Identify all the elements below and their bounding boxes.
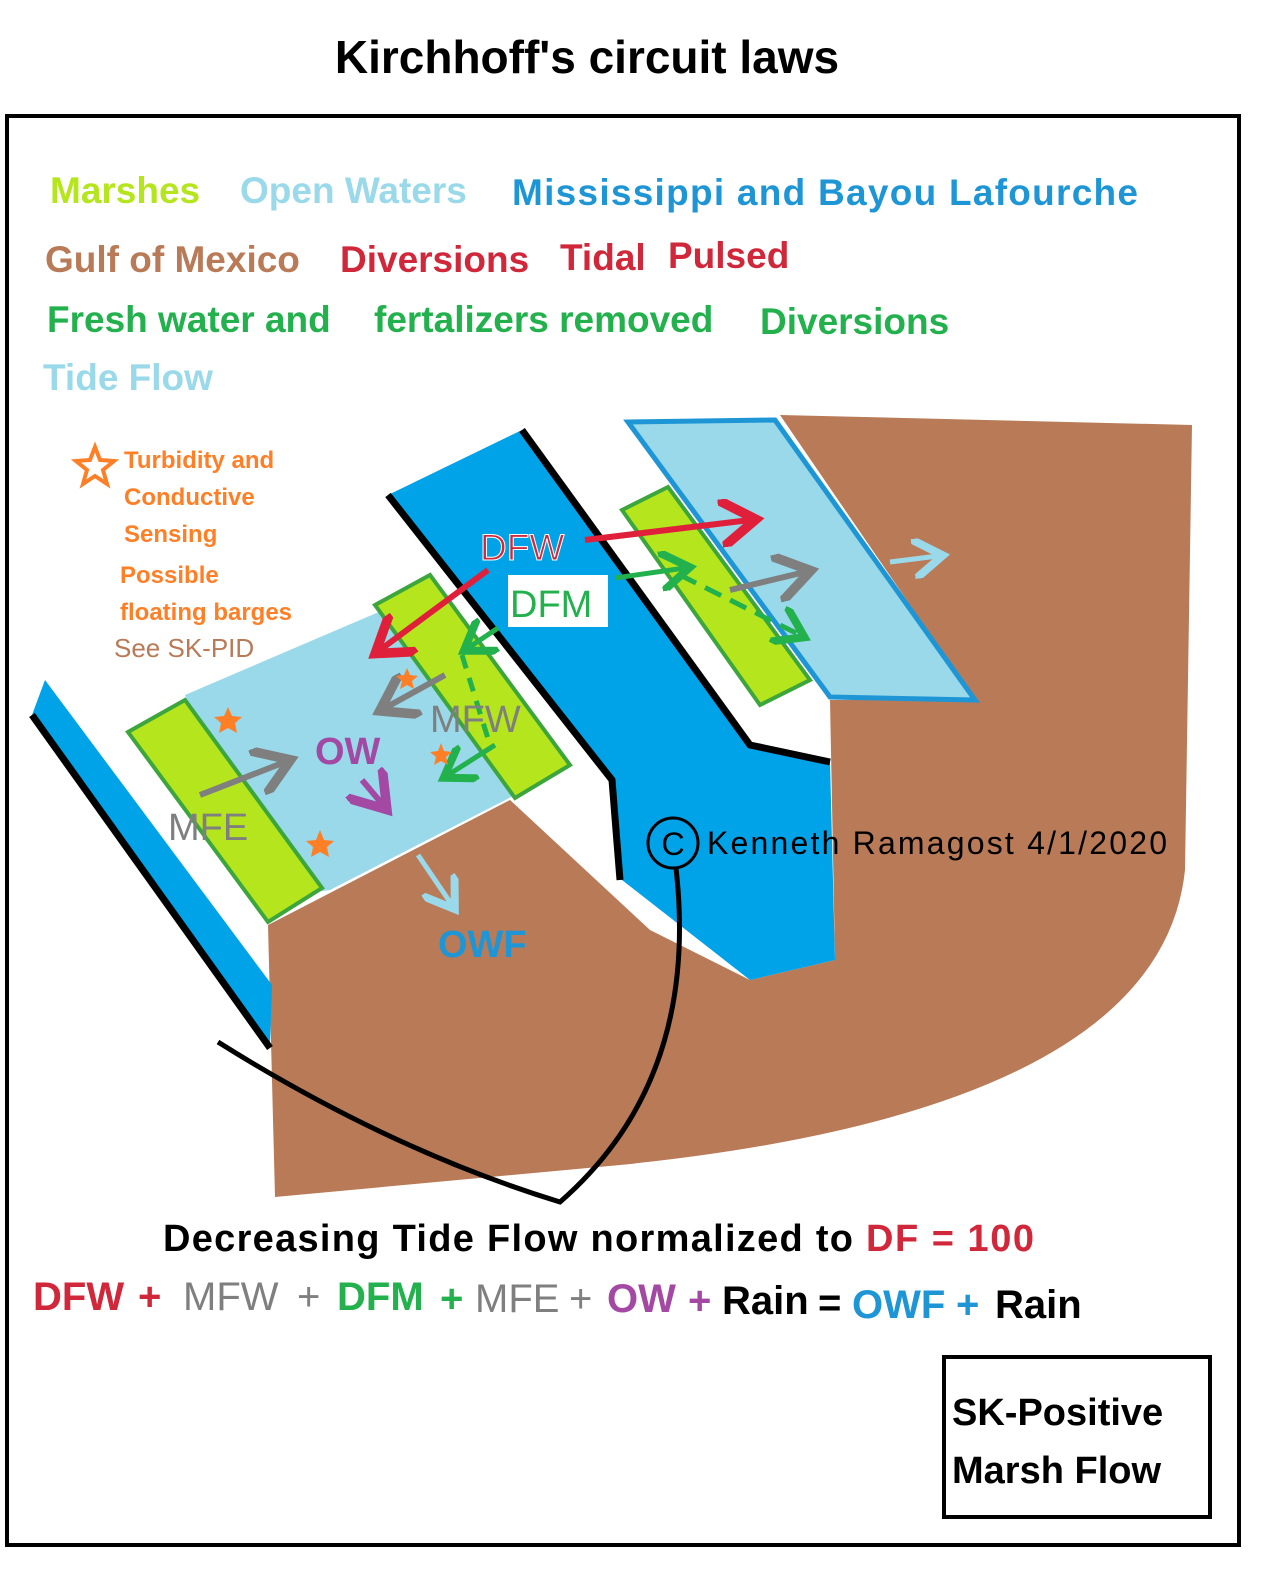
eq-op: + [569, 1277, 592, 1321]
label-mfe: MFE [168, 807, 248, 849]
dfm-arrow [614, 568, 685, 578]
eq-op: + [138, 1275, 161, 1319]
note-line: Turbidity and [124, 447, 274, 474]
legend-diversions-fresh: Diversions [760, 301, 949, 342]
see-sk-pid-link[interactable]: See SK-PID [114, 633, 254, 663]
eq-term: OWF [852, 1283, 945, 1327]
eq-op: + [440, 1277, 463, 1321]
equation-heading: Decreasing Tide Flow normalized to [163, 1218, 853, 1260]
equation-heading-value: DF = 100 [866, 1218, 1034, 1260]
legend-tide-flow: Tide Flow [43, 357, 213, 398]
label-dfm: DFM [510, 584, 592, 626]
legend-marshes: Marshes [50, 170, 200, 211]
dfw-arrow-west [380, 567, 490, 650]
outer-frame [5, 114, 1241, 1547]
bayou-lafourche [32, 680, 272, 1045]
copyright-text: Kenneth Ramagost 4/1/2020 [707, 825, 1167, 861]
legend-gulf: Gulf of Mexico [45, 239, 300, 280]
sk-stamp-box [942, 1355, 1212, 1519]
star-legend-icon [70, 441, 120, 489]
marsh-east [125, 697, 325, 925]
star-icon [306, 830, 334, 857]
label-ow: OW [315, 731, 381, 773]
note-line: Sensing [124, 521, 217, 548]
mississippi-river [388, 430, 835, 980]
dfm-marsh-arrow [678, 572, 800, 635]
mfw-arrow-upper [729, 572, 805, 590]
note-line: Possible [120, 562, 219, 589]
note-line: Conductive [124, 484, 255, 511]
eq-term: DFW [33, 1275, 124, 1319]
pointer-curve [216, 867, 683, 1205]
ow-arrow [362, 780, 383, 805]
eq-term: Rain [995, 1283, 1082, 1327]
dfm-marsh-line [459, 654, 493, 746]
stamp-line2: Marsh Flow [952, 1450, 1161, 1492]
owf-arrow [415, 853, 452, 905]
eq-op: + [956, 1283, 979, 1327]
eq-term: MFW [183, 1275, 279, 1319]
eq-op: = [818, 1281, 841, 1325]
legend-open-waters: Open Waters [240, 170, 467, 211]
label-mfw: MFW [430, 699, 521, 741]
dfm-label-box [508, 575, 608, 627]
legend-mississippi: Mississippi and Bayou Lafourche [512, 172, 1138, 213]
eq-op: + [688, 1279, 711, 1323]
copyright-symbol: C [661, 826, 684, 862]
equation: DFW + MFW + DFM + MFE + OW + Rain = OWF … [33, 1275, 1082, 1327]
tide-arrow [889, 556, 938, 562]
dfw-arrow-east [584, 520, 750, 540]
legend-fresh-water: Fresh water and [47, 299, 331, 340]
mfw-arrow [385, 672, 447, 708]
dfm-arrow-ow [448, 742, 497, 775]
copyright-icon [646, 816, 700, 870]
page-title: Kirchhoff's circuit laws [335, 31, 839, 83]
eq-term: Rain [722, 1279, 809, 1323]
eq-term: MFE [475, 1277, 559, 1321]
eq-term: OW [607, 1277, 676, 1321]
label-dfw: DFW [480, 527, 564, 568]
note-line: floating barges [120, 599, 292, 626]
label-owf: OWF [438, 924, 527, 966]
legend-fertalizers: fertalizers removed [374, 299, 713, 340]
mfe-arrow [198, 762, 285, 798]
sensing-note: Turbidity and Conductive Sensing Possibl… [120, 447, 292, 626]
levee-line [29, 712, 273, 1051]
legend-diversions: Diversions [340, 239, 529, 280]
stamp-line1: SK-Positive [952, 1392, 1163, 1434]
dfm-arrow-west [468, 628, 498, 648]
eq-op: + [297, 1275, 320, 1319]
gulf-of-mexico-land [268, 415, 1192, 1197]
eq-term: DFM [337, 1275, 424, 1319]
legend-pulsed: Pulsed [668, 235, 789, 276]
star-icon [430, 743, 452, 765]
sensor-stars [214, 668, 452, 857]
star-icon [214, 707, 242, 733]
star-icon [396, 668, 418, 689]
legend-tidal: Tidal [560, 237, 646, 278]
marsh-upper [619, 484, 814, 708]
levee-line [519, 427, 831, 766]
